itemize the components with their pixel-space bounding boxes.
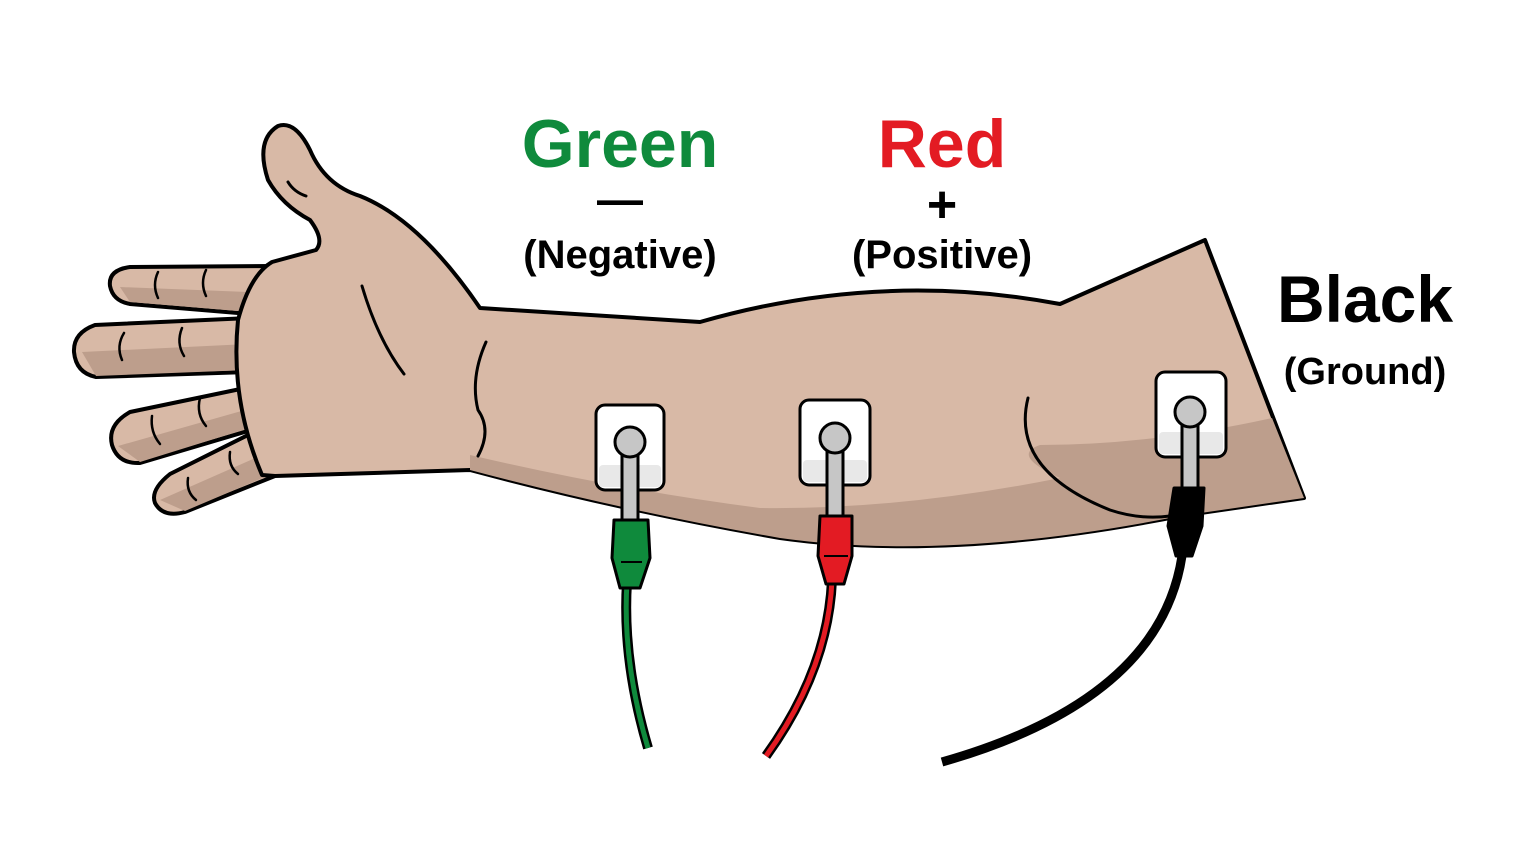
green-lead-wire-fill (623, 581, 651, 749)
positive-label: (Positive) (852, 233, 1032, 277)
alligator-clip-icon (610, 518, 652, 590)
red-label-group: Red + (Positive) (852, 106, 1032, 277)
negative-label: (Negative) (523, 233, 716, 277)
black-label-group: Black (Ground) (1277, 262, 1453, 393)
negative-sign: — (597, 173, 643, 225)
ground-label: (Ground) (1284, 351, 1447, 393)
arm-illustration (71, 123, 1306, 549)
positive-sign: + (927, 176, 957, 234)
black-lead-label: Black (1277, 262, 1453, 336)
electrode-red[interactable] (798, 398, 872, 586)
forearm-shadow (470, 418, 1304, 547)
red-lead-label: Red (878, 106, 1006, 182)
red-lead-wire-fill (763, 579, 835, 758)
lead-wires (621, 555, 1187, 767)
green-lead-label: Green (522, 106, 719, 182)
black-lead-wire (940, 555, 1187, 767)
alligator-clip-icon (1166, 486, 1206, 558)
red-lead-wire (761, 579, 837, 759)
electrode-black[interactable] (1154, 370, 1228, 558)
electrode-green[interactable] (594, 403, 666, 590)
green-label-group: Green — (Negative) (522, 106, 719, 277)
alligator-clip-icon (816, 514, 854, 586)
